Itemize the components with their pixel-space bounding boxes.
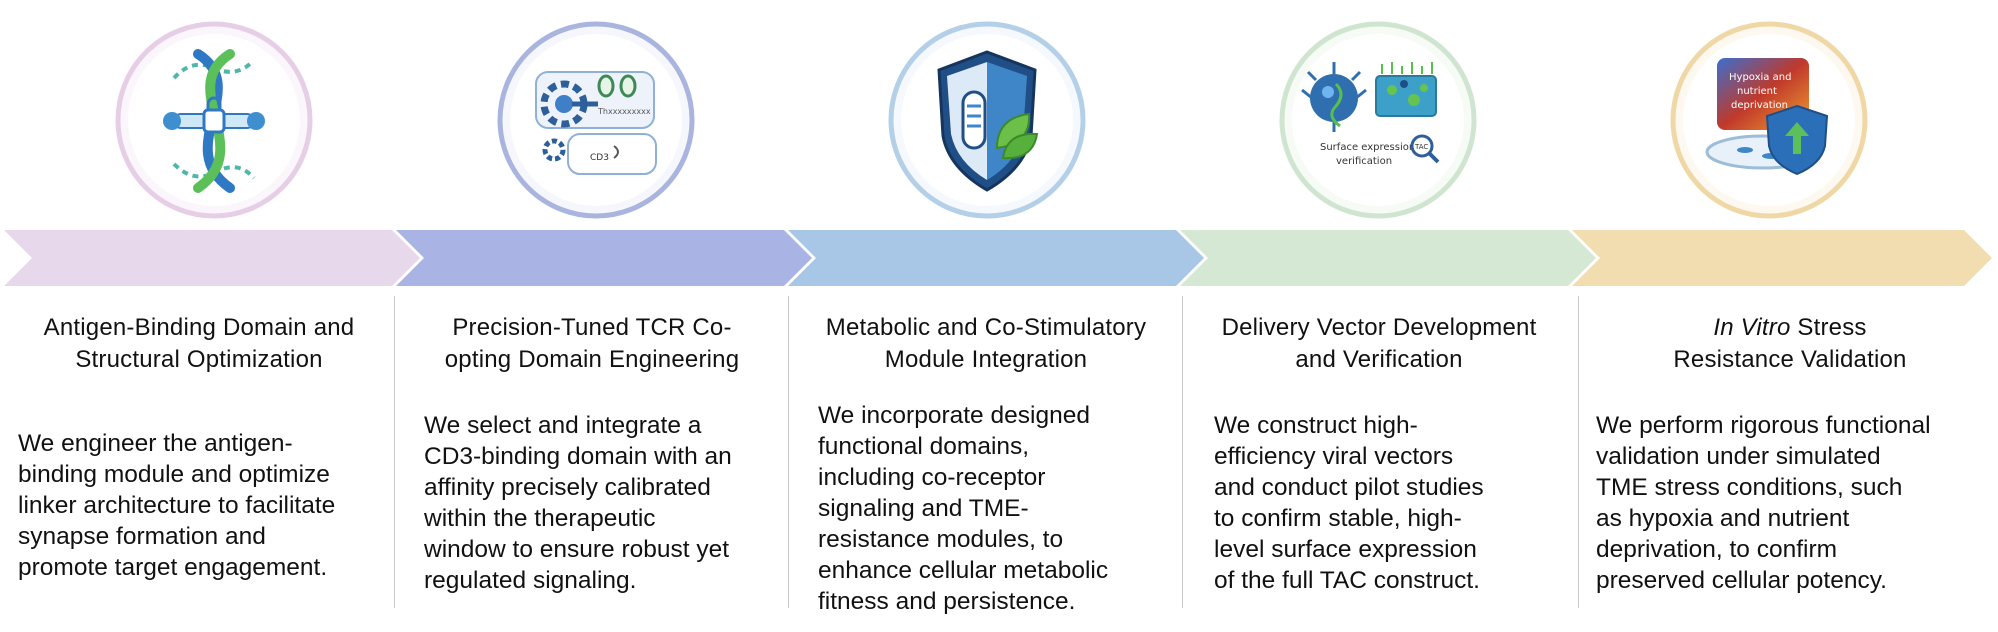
step-5-icon-caption-1: Hypoxia and (1729, 72, 1791, 83)
step-5-icon-ring: Hypoxia and nutrient deprivation (1667, 18, 1871, 222)
step-5-description: We perform rigorous functional validatio… (1596, 412, 1931, 594)
step-1: Antigen-Binding Domain and Structural Op… (14, 312, 384, 376)
shield-leaf-icon (888, 21, 1086, 219)
step-5-arrow (1572, 230, 1992, 286)
step-2-title: Precision-Tuned TCR Co- opting Domain En… (444, 314, 740, 373)
step-3-description: We incorporate designed functional domai… (818, 402, 1109, 615)
step-4-title: Delivery Vector Development and Verifica… (1221, 314, 1537, 373)
divider-3 (1182, 296, 1183, 608)
step-3: Metabolic and Co-Stimulatory Module Inte… (800, 312, 1172, 376)
process-arrow-band (4, 230, 1992, 286)
step-2: Precision-Tuned TCR Co- opting Domain En… (407, 312, 777, 376)
step-4-description: We construct high- efficiency viral vect… (1214, 412, 1484, 594)
step-4-arrow (1180, 230, 1596, 286)
step-4-icon-caption-2: verification (1336, 156, 1392, 167)
step-4-icon-caption-1: Surface expression (1320, 142, 1415, 153)
stress-dish-shield-icon: Hypoxia and nutrient deprivation (1670, 21, 1868, 219)
step-1-description: We engineer the antigen- binding module … (18, 430, 336, 581)
step-4-icon-ring: Surface expression verification TAC (1276, 18, 1480, 222)
step-2-arrow (396, 230, 812, 286)
step-1-icon-ring (112, 18, 316, 222)
step-2-icon-ring: Thxxxxxxxxx CD3 (494, 18, 698, 222)
step-4-icon-caption-3: TAC (1414, 143, 1428, 151)
step-4: Delivery Vector Development and Verifica… (1194, 312, 1564, 376)
step-1-title: Antigen-Binding Domain and Structural Op… (43, 314, 355, 373)
step-5-icon-caption-3: deprivation (1731, 100, 1788, 111)
step-3-title: Metabolic and Co-Stimulatory Module Inte… (825, 314, 1147, 373)
step-5-title: In Vitro Stress Resistance Validation (1673, 314, 1907, 373)
step-2-description: We select and integrate a CD3-binding do… (424, 412, 732, 594)
step-2-icon-caption-1: Thxxxxxxxxx (597, 107, 651, 116)
step-3-arrow (788, 230, 1204, 286)
divider-1 (394, 296, 395, 608)
divider-4 (1578, 296, 1579, 608)
gear-tuning-icon: Thxxxxxxxxx CD3 (497, 21, 695, 219)
divider-2 (788, 296, 789, 608)
step-5: In Vitro Stress Resistance Validation (1590, 312, 1990, 376)
step-2-icon-caption-2: CD3 (590, 153, 609, 163)
step-5-title-italic: In Vitro (1713, 314, 1791, 341)
step-1-arrow (4, 230, 420, 286)
virus-vector-icon: Surface expression verification TAC (1279, 21, 1477, 219)
dna-helix-lock-icon (115, 21, 313, 219)
step-5-icon-caption-2: nutrient (1737, 86, 1777, 97)
step-3-icon-ring (885, 18, 1089, 222)
